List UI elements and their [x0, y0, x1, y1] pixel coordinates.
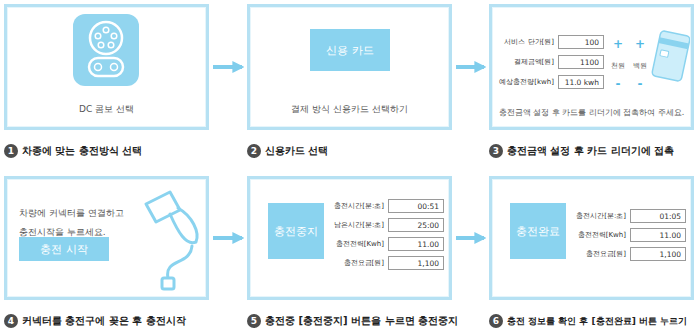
field-value: 100: [585, 38, 599, 47]
credit-card: [652, 30, 691, 81]
value-field: 충전시간[분:초]00:51: [388, 199, 444, 213]
screen-button: 충전 시작: [19, 237, 109, 261]
adjust-sign: +: [613, 37, 623, 51]
step-arrow: [456, 65, 484, 69]
connector-outline: [90, 22, 122, 54]
button-label: 신용 카드: [326, 43, 374, 58]
value-field: 충전전력[Kwh]11.00: [630, 228, 686, 242]
step-caption: 충전중 [충전중지] 버튼을 누르면 충전중지: [265, 315, 458, 326]
pin: [95, 64, 102, 71]
button-label: 충전중지: [274, 224, 318, 239]
value-field: 충전요금[원]1,100: [630, 247, 686, 261]
step-panel: 결제 방식 신용카드 선택하기2신용카드 선택신용 카드: [247, 4, 452, 130]
step-caption: 커넥터를 충전구에 꽂은 후 충전시작: [22, 315, 186, 326]
step-arrow: [456, 236, 484, 240]
field-value: 25:00: [417, 221, 439, 230]
dc-combo-icon: [73, 14, 139, 86]
adjust-sign: -: [638, 77, 643, 91]
pin: [111, 64, 118, 71]
adjust-sign: -: [616, 77, 621, 91]
step-arrow: [213, 65, 242, 69]
button-label: 충전 시작: [40, 242, 88, 257]
charging-gun: [146, 192, 197, 289]
gun-head: [146, 192, 180, 222]
icon-ground: [73, 14, 139, 86]
step-panel: 차량에 커넥터를 연결하고 충전시작을 누르세요.4커넥터를 충전구에 꽂은 후…: [4, 176, 209, 300]
field-label: 서비스 단가[원]: [504, 37, 554, 47]
gun-handle: [170, 208, 197, 243]
field-value: 11.00: [418, 240, 439, 249]
value-field: 서비스 단가[원]100: [558, 35, 604, 49]
pin: [95, 33, 101, 39]
step-panel: 6충전 정보를 확인 후 [충전완료] 버튼 누르기충전완료충전시간[분:초]0…: [489, 176, 694, 300]
card-body: [652, 30, 691, 81]
field-value: 01:05: [659, 212, 681, 221]
step-number: 6: [489, 314, 503, 328]
screen-button: 충전중지: [268, 203, 324, 259]
field-value: 1,100: [660, 250, 681, 259]
pin: [108, 42, 114, 48]
pin: [98, 42, 104, 48]
panel-description: DC 콤보 선택: [79, 104, 134, 114]
value-field: 예상충전량[kwh]11.0 kwh: [558, 75, 604, 89]
value-field: 충전전력[Kwh]11.00: [388, 237, 444, 251]
field-value: 00:51: [417, 202, 439, 211]
field-label: 결제금액[원]: [514, 57, 554, 67]
field-label: 남은시간[분:초]: [334, 220, 384, 230]
step-caption: 차종에 맞는 충전방식 선택: [22, 145, 142, 156]
pin: [103, 27, 109, 33]
step-panel: DC 콤보 선택1차종에 맞는 충전방식 선택: [4, 4, 209, 130]
field-label: 충전시간[분:초]: [334, 201, 384, 211]
step-number: 1: [4, 144, 18, 158]
step-caption: 충전금액 설정 후 카드 리더기에 접촉: [507, 145, 674, 156]
step-caption: 신용카드 선택: [265, 145, 328, 156]
field-label: 충전전력[Kwh]: [336, 239, 384, 249]
field-value: 1,100: [418, 259, 439, 268]
field-label: 충전시간[분:초]: [576, 211, 626, 221]
gun-cable: [168, 246, 192, 278]
step-panel: 충전금액 설정 후 카드를 리더기에 접촉하여 주세요.3충전금액 설정 후 카…: [489, 4, 694, 130]
card-stripe: [658, 37, 689, 49]
field-value: 11.00: [660, 231, 681, 240]
field-label: 충전요금[원]: [344, 258, 384, 268]
unit-label: 천원: [611, 62, 625, 70]
field-label: 충전전력[Kwh]: [578, 230, 626, 240]
pin: [111, 33, 117, 39]
panel-description: 차량에 커넥터를 연결하고 충전시작을 누르세요.: [19, 208, 124, 237]
panel-description: 결제 방식 신용카드 선택하기: [291, 104, 407, 114]
screen-button: 신용 카드: [310, 29, 390, 71]
step-number: 4: [4, 314, 18, 328]
step-caption: 충전 정보를 확인 후 [충전완료] 버튼 누르기: [507, 316, 687, 326]
panel-description: 충전금액 설정 후 카드를 리더기에 접촉하여 주세요.: [499, 108, 685, 117]
value-field: 결제금액[원]1100: [558, 55, 604, 69]
field-label: 충전요금[원]: [586, 249, 626, 259]
unit-label: 백원: [633, 62, 647, 70]
step-panel: 5충전중 [충전중지] 버튼을 누르면 충전중지충전중지충전시간[분:초]00:…: [247, 176, 452, 300]
cable-plug: [162, 278, 174, 289]
step-number: 5: [247, 314, 261, 328]
dc-outline: [89, 58, 123, 76]
field-label: 예상충전량[kwh]: [499, 77, 554, 87]
value-field: 충전시간[분:초]01:05: [630, 209, 686, 223]
step-number: 3: [489, 144, 503, 158]
adjust-sign: +: [635, 37, 645, 51]
button-label: 충전완료: [516, 224, 560, 239]
value-field: 충전요금[원]1,100: [388, 256, 444, 270]
field-value: 11.0 kwh: [565, 78, 599, 87]
step-number: 2: [247, 144, 261, 158]
field-value: 1100: [580, 58, 599, 67]
step-arrow: [213, 236, 242, 240]
screen-button: 충전완료: [510, 203, 566, 259]
card-chip: [660, 50, 669, 58]
value-field: 남은시간[분:초]25:00: [388, 218, 444, 232]
